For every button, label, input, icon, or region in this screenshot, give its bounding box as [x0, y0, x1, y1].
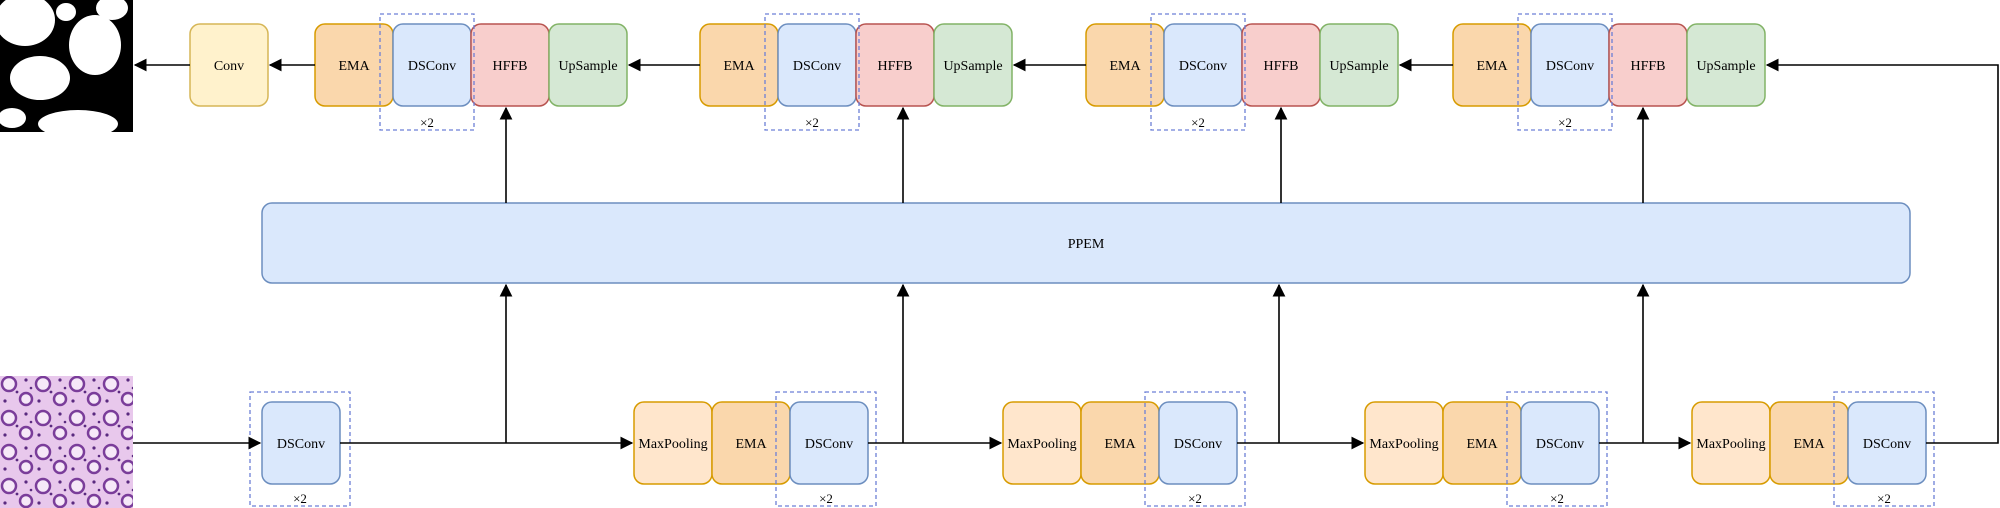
maxpooling-label: MaxPooling	[1007, 437, 1076, 452]
decoder-stage-3: EMA DSConv HFFB UpSample ×2	[1085, 13, 1399, 131]
repeat-box	[1144, 391, 1246, 507]
input-histology-image	[0, 376, 133, 508]
output-mask-image	[0, 0, 133, 138]
upsample-label: UpSample	[943, 59, 1002, 74]
hffb-label: HFFB	[1630, 59, 1665, 74]
repeat-box	[775, 391, 877, 507]
encoder-stage-0: DSConv ×2	[249, 391, 351, 507]
arrow	[1765, 58, 1999, 444]
hffb-label: HFFB	[877, 59, 912, 74]
ema-label: EMA	[1466, 437, 1498, 452]
maxpooling-label: MaxPooling	[1369, 437, 1438, 452]
ema-label: EMA	[735, 437, 767, 452]
ema-label: EMA	[723, 59, 755, 74]
repeat-label: ×2	[819, 491, 833, 506]
decoder-stage-2: EMA DSConv HFFB UpSample ×2	[699, 13, 1013, 131]
ppem-module: PPEM	[261, 202, 1911, 284]
dsconv-label: DSConv	[1863, 437, 1911, 452]
dsconv-label: DSConv	[1546, 59, 1594, 74]
repeat-box	[1833, 391, 1935, 507]
upsample-label: UpSample	[1329, 59, 1388, 74]
dsconv-label: DSConv	[1536, 437, 1584, 452]
ema-label: EMA	[338, 59, 370, 74]
repeat-label: ×2	[1191, 115, 1205, 130]
maxpooling-label: MaxPooling	[1696, 437, 1765, 452]
ppem-label: PPEM	[1068, 237, 1105, 252]
dsconv-label: DSConv	[277, 437, 325, 452]
repeat-label: ×2	[1550, 491, 1564, 506]
ema-label: EMA	[1104, 437, 1136, 452]
decoder-stage-1: EMA DSConv HFFB UpSample ×2	[314, 13, 628, 131]
encoder-path: DSConv ×2 MaxPooling EMA DSConv ×2 MaxPo…	[249, 391, 1935, 507]
encoder-stage-4: MaxPooling EMA DSConv ×2	[1691, 391, 1935, 507]
hffb-label: HFFB	[1263, 59, 1298, 74]
dsconv-label: DSConv	[408, 59, 456, 74]
conv-block: Conv	[189, 23, 269, 107]
connectors	[133, 58, 1999, 450]
encoder-stage-3: MaxPooling EMA DSConv ×2	[1364, 391, 1608, 507]
conv-label: Conv	[214, 59, 244, 74]
encoder-stage-2: MaxPooling EMA DSConv ×2	[1002, 391, 1246, 507]
repeat-label: ×2	[420, 115, 434, 130]
dsconv-label: DSConv	[1174, 437, 1222, 452]
dsconv-label: DSConv	[1179, 59, 1227, 74]
repeat-label: ×2	[293, 491, 307, 506]
maxpooling-label: MaxPooling	[638, 437, 707, 452]
hffb-label: HFFB	[492, 59, 527, 74]
ema-label: EMA	[1793, 437, 1825, 452]
ema-label: EMA	[1109, 59, 1141, 74]
decoder-stage-4: EMA DSConv HFFB UpSample ×2	[1452, 13, 1766, 131]
decoder-path: Conv EMA DSConv HFFB UpSample ×2 EMA DSC…	[189, 13, 1766, 131]
repeat-label: ×2	[1877, 491, 1891, 506]
upsample-label: UpSample	[558, 59, 617, 74]
dsconv-label: DSConv	[793, 59, 841, 74]
dsconv-label: DSConv	[805, 437, 853, 452]
ema-label: EMA	[1476, 59, 1508, 74]
encoder-stage-1: MaxPooling EMA DSConv ×2	[633, 391, 877, 507]
repeat-label: ×2	[1558, 115, 1572, 130]
repeat-label: ×2	[1188, 491, 1202, 506]
repeat-box	[1506, 391, 1608, 507]
repeat-label: ×2	[805, 115, 819, 130]
upsample-label: UpSample	[1696, 59, 1755, 74]
